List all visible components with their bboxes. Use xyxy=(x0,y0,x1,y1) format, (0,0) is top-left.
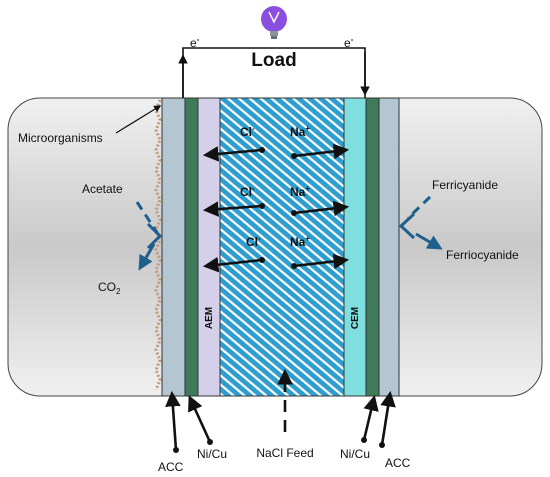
ferricyanide-flow-arrow xyxy=(406,195,432,220)
lightbulb-icon xyxy=(261,6,287,39)
nicu-left-label: Ni/Cu xyxy=(197,447,227,461)
cathode-reaction-chevron xyxy=(398,212,416,240)
ferricyanide-label: Ferricyanide xyxy=(432,178,498,192)
cathode-acc-electrode xyxy=(378,97,400,397)
co2-flow-arrow xyxy=(138,243,156,271)
acc-right-label: ACC xyxy=(385,456,411,470)
acc-left-label: ACC xyxy=(158,460,184,474)
sodium-migration-arrow xyxy=(293,200,350,217)
chloride-ion-label: Cl- xyxy=(240,184,255,199)
acc-left-pointer xyxy=(165,390,181,451)
cathode-current-collector xyxy=(365,97,380,397)
microorganisms-pointer xyxy=(115,105,162,134)
nacl-feed-label: NaCl Feed xyxy=(256,446,313,460)
sodium-ion-label: Na+ xyxy=(290,184,310,199)
chloride-migration-arrow xyxy=(202,256,263,273)
ferriocyanide-label: Ferriocyanide xyxy=(446,248,519,262)
biofilm-layer xyxy=(154,99,162,391)
anode-reaction-chevron xyxy=(146,222,163,250)
co2-label: CO2 xyxy=(98,280,121,296)
electron-label-left: e- xyxy=(190,35,200,50)
nicu-left-pointer xyxy=(188,395,212,443)
ion-row-2: Cl- Na+ xyxy=(202,184,350,217)
sodium-migration-arrow xyxy=(293,253,350,270)
anode-acc-electrode xyxy=(161,97,186,397)
sodium-migration-arrow xyxy=(293,143,350,160)
aem-membrane xyxy=(197,97,221,397)
ferriocyanide-flow-arrow xyxy=(415,232,443,250)
ion-row-3: Cl- Na+ xyxy=(202,234,350,273)
nicu-right-pointer xyxy=(362,394,379,441)
acetate-label: Acetate xyxy=(82,182,123,196)
ion-row-1: Cl- Na+ xyxy=(202,124,350,162)
aem-label: AEM xyxy=(204,307,215,329)
anode-current-collector xyxy=(184,97,199,397)
chloride-ion-label: Cl- xyxy=(240,124,255,139)
cem-membrane xyxy=(343,97,367,397)
desalination-chamber xyxy=(219,97,345,397)
acc-right-pointer xyxy=(380,390,396,446)
chloride-ion-label: Cl- xyxy=(246,234,261,249)
microorganisms-label: Microorganisms xyxy=(18,131,103,145)
chloride-migration-arrow xyxy=(202,146,263,162)
nicu-right-label: Ni/Cu xyxy=(340,447,370,461)
chloride-migration-arrow xyxy=(202,201,263,217)
sodium-ion-label: Na+ xyxy=(290,234,310,249)
sodium-ion-label: Na+ xyxy=(290,124,310,139)
electron-label-right: e- xyxy=(344,35,354,50)
cem-label: CEM xyxy=(350,307,361,329)
load-label: Load xyxy=(251,50,296,71)
